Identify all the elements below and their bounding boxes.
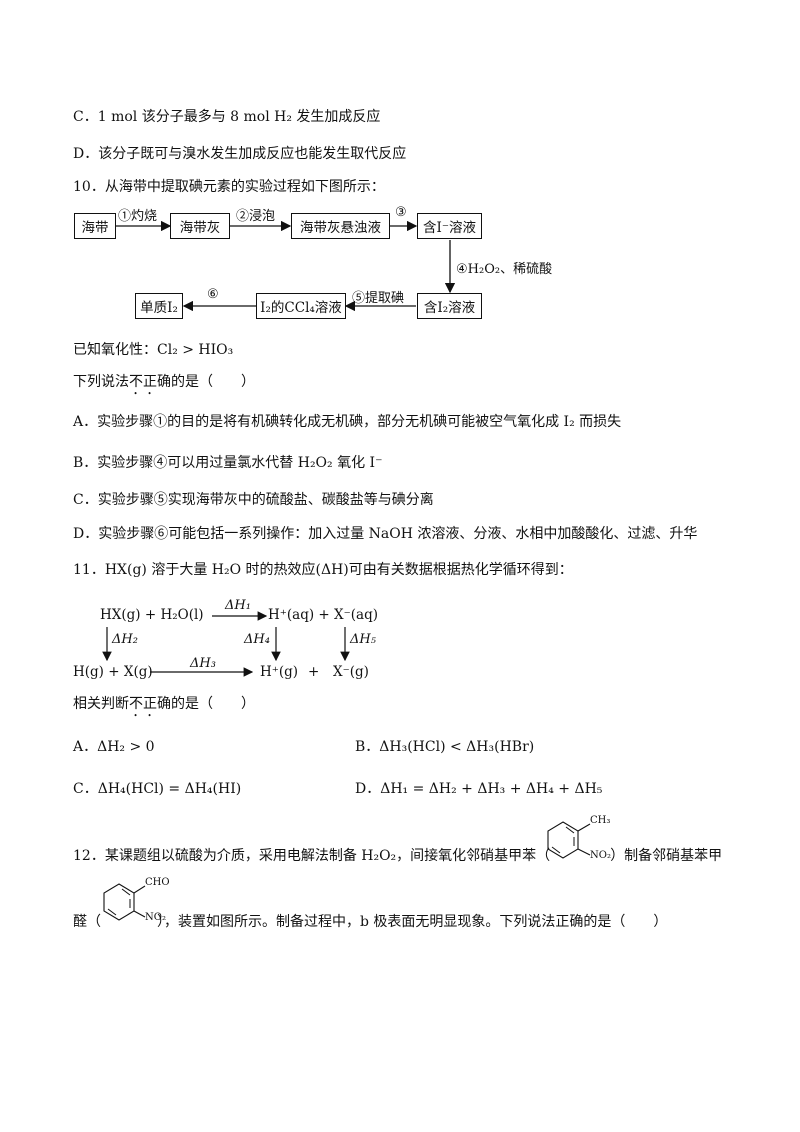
cycle-bottom-mid: H⁺(g) <box>260 664 299 680</box>
q11-option-b: B．ΔH₃(HCl) < ΔH₃(HBr) <box>355 739 535 755</box>
cycle-top-left: HX(g) + H₂O(l) <box>100 607 204 623</box>
flow-step-3: ③ <box>395 205 407 220</box>
mol2-cho-label: CHO <box>145 877 170 888</box>
mol2-no2-label: NO₂ <box>145 912 166 923</box>
q10-stem: 10．从海带中提取碘元素的实验过程如下图所示： <box>73 179 385 195</box>
cycle-dh2: ΔH₂ <box>112 632 138 647</box>
flow-box-kelp: 海带 <box>74 213 116 239</box>
flow-box-ash-suspension: 海带灰悬浊液 <box>291 213 390 239</box>
flow-box-iodide-solution: 含I⁻溶液 <box>417 213 482 239</box>
cycle-dh1: ΔH₁ <box>225 598 251 613</box>
q11-ask: 相关判断不正确的是（ ） <box>73 696 255 712</box>
q9-option-c: C．1 mol 该分子最多与 8 mol H₂ 发生加成反应 <box>73 109 381 125</box>
mol1-ch3-label: CH₃ <box>590 815 611 826</box>
flow-box-kelp-ash: 海带灰 <box>170 213 230 239</box>
q11-option-d: D．ΔH₁ = ΔH₂ + ΔH₃ + ΔH₄ + ΔH₅ <box>355 781 603 797</box>
mol1-no2-label: NO₂ <box>590 850 611 861</box>
o-nitrotoluene-structure-icon <box>547 821 591 859</box>
o-nitrobenzaldehyde-structure-icon <box>103 883 146 921</box>
cycle-bottom-right: X⁻(g) <box>333 664 369 680</box>
cycle-top-right: H⁺(aq) + X⁻(aq) <box>268 607 378 623</box>
q10-option-a: A．实验步骤①的目的是将有机碘转化成无机碘，部分无机碘可能被空气氧化成 I₂ 而… <box>73 414 622 430</box>
q11-option-a: A．ΔH₂ > 0 <box>73 739 155 755</box>
cycle-dh3: ΔH₃ <box>190 656 216 671</box>
q10-option-d: D．实验步骤⑥可能包括一系列操作：加入过量 NaOH 浓溶液、分液、水相中加酸酸… <box>73 526 698 542</box>
flow-step-6: ⑥ <box>207 287 219 302</box>
q10-option-c: C．实验步骤⑤实现海带灰中的硫酸盐、碳酸盐等与碘分离 <box>73 492 434 508</box>
flow-step-5: ⑤提取碘 <box>352 291 405 306</box>
q10-ask: 下列说法不正确的是（ ） <box>73 374 255 390</box>
q12-line-1: 12．某课题组以硫酸为介质，采用电解法制备 H₂O₂，间接氧化邻硝基甲苯（）制备… <box>73 848 723 864</box>
cycle-dh4: ΔH₄ <box>244 632 270 647</box>
flow-box-iodine-solution: 含I₂溶液 <box>417 293 482 319</box>
q11-option-c: C．ΔH₄(HCl) = ΔH₄(HI) <box>73 781 242 797</box>
cycle-bottom-plus: + <box>308 664 320 680</box>
cycle-bottom-left: H(g) + X(g) <box>73 664 153 680</box>
q10-option-b: B．实验步骤④可以用过量氯水代替 H₂O₂ 氧化 I⁻ <box>73 455 383 471</box>
flow-box-elemental-iodine: 单质I₂ <box>135 293 183 319</box>
flow-box-iodine-ccl4: I₂的CCl₄溶液 <box>256 293 346 319</box>
flow-step-2: ②浸泡 <box>236 209 276 224</box>
q9-option-d: D．该分子既可与溴水发生加成反应也能发生取代反应 <box>73 146 407 162</box>
q11-cycle-arrows <box>102 611 350 677</box>
flow-step-4: ④H₂O₂、稀硫酸 <box>456 262 553 277</box>
q11-stem: 11．HX(g) 溶于大量 H₂O 时的热效应(ΔH)可由有关数据根据热化学循环… <box>73 562 573 578</box>
q12-line-2: 醛（），装置如图所示。制备过程中，b 极表面无明显现象。下列说法正确的是（ ） <box>73 914 668 930</box>
q10-flow-arrows <box>116 220 456 312</box>
q10-known-condition: 已知氧化性：Cl₂ > HIO₃ <box>73 342 234 358</box>
cycle-dh5: ΔH₅ <box>350 632 376 647</box>
flow-step-1: ①灼烧 <box>118 209 158 224</box>
